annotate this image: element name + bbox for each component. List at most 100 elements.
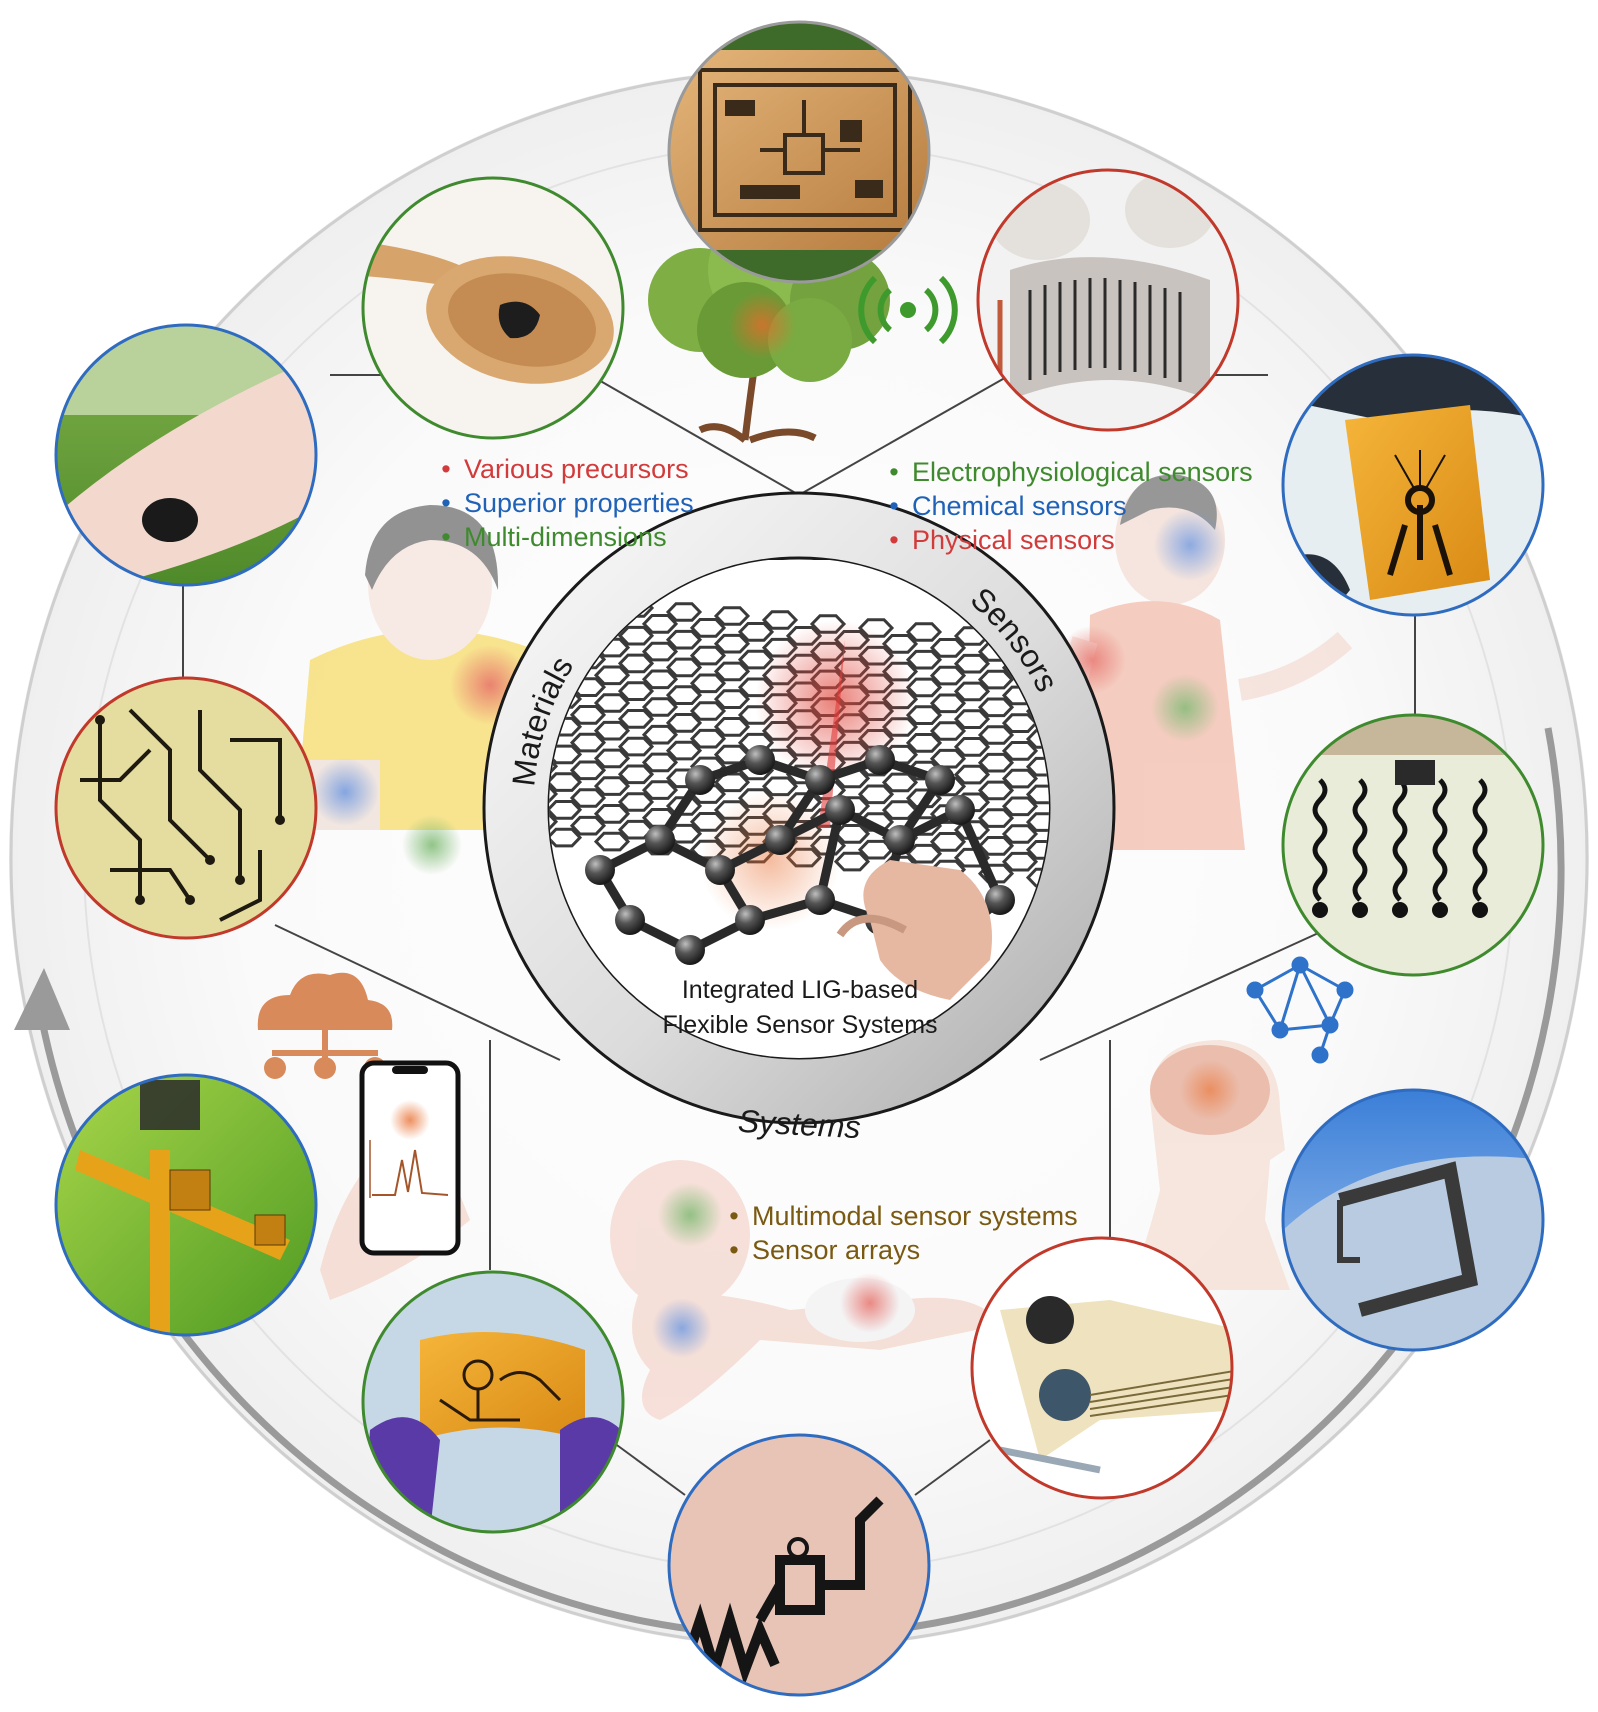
bullet-dot: • — [441, 454, 451, 484]
lattice-atom — [685, 765, 715, 795]
sensors-point-text: Physical sensors — [912, 525, 1115, 555]
lattice-hexagon — [549, 744, 583, 765]
lattice-hexagon — [1001, 824, 1039, 844]
photo-serpentine-electrodes — [1281, 713, 1545, 977]
lattice-atom — [945, 795, 975, 825]
lattice-hexagon — [953, 709, 991, 729]
lattice-atom — [805, 885, 835, 915]
lattice-atom — [825, 795, 855, 825]
photo-wood-spoon — [361, 176, 625, 440]
lattice-atom — [865, 745, 895, 775]
lattice-hexagon — [713, 633, 751, 654]
lattice-hexagon — [881, 772, 919, 793]
lattice-hexagon — [593, 665, 631, 686]
lattice-hexagon — [593, 720, 631, 741]
lattice-hexagon — [593, 693, 631, 713]
lattice-hexagon — [593, 804, 631, 824]
photo-arm-patch — [54, 323, 318, 587]
lattice-hexagon — [953, 737, 991, 757]
lattice-hexagon — [617, 625, 655, 646]
lattice-hexagon — [977, 808, 1015, 828]
lattice-atom — [925, 765, 955, 795]
lattice-hexagon — [737, 622, 775, 642]
materials-point: •Various precursors — [436, 452, 694, 486]
sensors-points-list: •Electrophysiological sensors•Chemical s… — [884, 455, 1253, 557]
lattice-atom — [705, 855, 735, 885]
lattice-hexagon — [929, 721, 967, 741]
systems-baby-illustration — [610, 1160, 1000, 1420]
sensors-point-text: Chemical sensors — [912, 491, 1127, 521]
bullet-dot: • — [729, 1201, 739, 1231]
sensors-point: • Physical sensors — [884, 523, 1253, 557]
lattice-hexagon — [929, 638, 967, 658]
lattice-bond — [815, 809, 845, 901]
lattice-hexagon — [713, 689, 751, 709]
lattice-hexagon — [593, 831, 631, 852]
lattice-hexagon — [689, 701, 727, 721]
cycle-arrow-arc — [36, 727, 1565, 1640]
materials-point-text: Multi-dimensions — [464, 522, 667, 552]
lattice-bond — [955, 808, 1005, 902]
lattice-hexagon — [953, 820, 991, 840]
lattice-hexagon — [569, 760, 607, 781]
systems-point-text: Sensor arrays — [752, 1235, 921, 1265]
lattice-atom — [885, 825, 915, 855]
lattice-hexagon — [905, 649, 943, 670]
lattice-hexagon — [761, 610, 799, 630]
lattice-hexagon — [641, 780, 679, 800]
lattice-hexagon — [713, 661, 751, 682]
bullet-dot: • — [889, 457, 899, 487]
graphene-lattice — [549, 560, 1049, 1058]
lattice-hexagon — [857, 784, 895, 805]
photo-flexible-system — [970, 1236, 1234, 1500]
lattice-hexagon — [953, 653, 991, 674]
photo-gloved-flexible-sensor — [976, 168, 1240, 432]
lattice-hexagon — [593, 748, 631, 769]
lattice-hexagon — [569, 705, 607, 725]
lattice-hexagon — [1001, 713, 1039, 733]
lattice-hexagon — [665, 657, 703, 678]
lattice-atom — [805, 765, 835, 795]
bullet-dot: • — [729, 1235, 739, 1265]
lattice-atom — [735, 905, 765, 935]
sensors-hotspot-green — [1151, 674, 1219, 742]
lattice-hexagon — [953, 764, 991, 785]
lattice-hexagon — [665, 602, 703, 622]
systems-points-list: • Multimodal sensor systems • Sensor arrays — [724, 1199, 1078, 1267]
systems-point-text: Multimodal sensor systems — [752, 1201, 1078, 1231]
lattice-hexagon — [1025, 840, 1049, 860]
photo-wood-circuit — [667, 20, 931, 284]
lattice-hexagon — [689, 728, 727, 749]
lattice-atom — [615, 905, 645, 935]
lattice-hexagon — [929, 832, 967, 852]
lattice-atom — [745, 745, 775, 775]
lattice-hexagon — [713, 606, 751, 626]
photo-amber-pressure-sensor — [1281, 353, 1545, 617]
lattice-hexagon — [1025, 812, 1049, 832]
lattice-hexagon — [617, 819, 655, 840]
lattice-hexagon — [641, 697, 679, 717]
lattice-hexagon — [689, 645, 727, 666]
lattice-hexagon — [929, 693, 967, 714]
lattice-hexagon — [641, 752, 679, 773]
lattice-hexagon — [549, 716, 583, 737]
neural-network-icon — [1246, 956, 1354, 1064]
sensors-runner-illustration — [1058, 474, 1353, 850]
center-title-line1: Integrated LIG-based — [681, 976, 919, 1004]
lattice-hexagon — [1001, 741, 1039, 761]
lattice-hexagon — [665, 713, 703, 733]
lattice-hexagon — [689, 618, 727, 638]
lattice-hexagon — [689, 673, 727, 694]
lattice-hexagon — [977, 863, 1015, 884]
lattice-hexagon — [713, 717, 751, 737]
photo-skin-tattoo — [667, 1433, 931, 1697]
lattice-hexagon — [977, 669, 1015, 690]
lattice-hexagon — [1001, 796, 1039, 817]
sensors-point: •Chemical sensors — [884, 489, 1253, 523]
lattice-hexagon — [1025, 756, 1049, 777]
smartphone-icon — [320, 1060, 470, 1300]
lattice-hexagon — [977, 697, 1015, 718]
lattice-hexagon — [1001, 768, 1039, 789]
bullet-dot: • — [889, 525, 899, 555]
lattice-atom — [645, 825, 675, 855]
